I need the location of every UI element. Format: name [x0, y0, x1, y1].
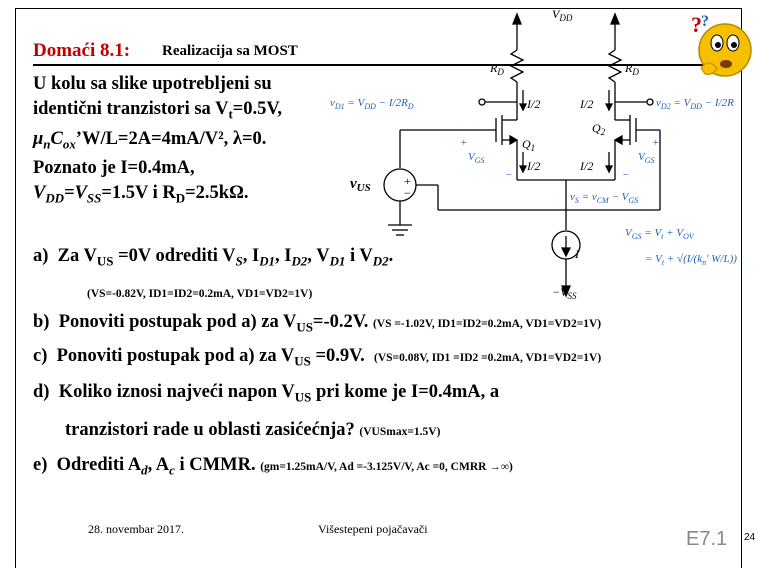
rd-right-label: RD: [624, 61, 639, 77]
i-half-label-1: I/2: [526, 97, 540, 111]
item-b-answer: (VS =-1.02V, ID1=ID2=0.2mA, VD1=VD2=1V): [372, 318, 602, 330]
vgs-right-label: VGS: [638, 151, 655, 165]
vgs-left-plus: +: [460, 137, 467, 149]
q2-label: Q2: [592, 121, 606, 137]
source-minus-sign: −: [404, 186, 411, 200]
intro-line-1: U kolu sa slike upotrebljeni su: [33, 74, 272, 94]
vgs-right-minus: −: [622, 169, 629, 181]
item-e: e) Odrediti Ad, Ac i CMMR. (gm=1.25mA/V,…: [33, 455, 513, 478]
intro-line-5: VDD=VSS=1.5V i RD=2.5kΩ.: [33, 183, 249, 207]
item-d-continued: tranzistori rade u oblasti zasićećnja? (…: [65, 420, 441, 440]
vss-label: −VSS: [552, 285, 577, 301]
vgs-equation-1: VGS = Vt + VOV: [625, 227, 695, 241]
svg-text:?: ?: [691, 12, 702, 37]
slide-title: Domaći 8.1:: [33, 40, 131, 61]
i-half-label-4: I/2: [579, 159, 593, 173]
vd1-label: vD1 = VDD − I/2RD: [330, 97, 414, 111]
item-d-answer: (VUSmax=1.5V): [359, 426, 441, 438]
title-underline: [33, 64, 740, 66]
item-d: d) Koliko iznosi najveći napon VUS pri k…: [33, 382, 500, 405]
slide-code: E7.1: [686, 528, 728, 550]
vgs-left-label: VGS: [468, 151, 485, 165]
vd2-label: vD2 = VDD − I/2R: [656, 97, 734, 111]
thinking-face-icon: ? ?: [691, 12, 752, 77]
slide-frame: [15, 8, 742, 568]
page-number: 24: [744, 532, 756, 543]
vgs-equation-2: = Vt + √(I/(kn′ W/L)): [645, 253, 737, 267]
rd-left-label: RD: [489, 61, 504, 77]
vus-label: vUS: [350, 176, 371, 194]
item-e-answer: (gm=1.25mA/V, Ad =-3.125V/V, Ac =0, CMRR…: [260, 461, 513, 473]
item-c-answer: (VS=0.08V, ID1 =ID2 =0.2mA, VD1=VD2=1V): [373, 352, 602, 364]
source-plus-sign: +: [404, 174, 411, 188]
intro-text: U kolu sa slike upotrebljeni su identičn…: [33, 72, 282, 211]
item-a: a) Za VUS =0V odrediti VS, ID1, ID2, VD1…: [33, 246, 394, 269]
diff-pair-circuit: + − VDD RD RD I/2 I/2 I/2 I/2 Q1 Q2 I −V…: [330, 7, 737, 301]
current-source-label: I: [574, 247, 580, 261]
i-half-label-3: I/2: [526, 159, 540, 173]
slide-subtitle: Realizacija sa MOST: [162, 43, 298, 59]
vgs-right-plus: +: [652, 137, 659, 149]
intro-line-3: μnCox’W/L=2A=4mA/V², λ=0.: [33, 128, 267, 152]
footer-course: Višestepeni pojačavači: [318, 522, 428, 536]
footer-date: 28. novembar 2017.: [88, 522, 184, 536]
intro-line-4: Poznato je I=0.4mA,: [33, 158, 195, 179]
vdd-label: VDD: [552, 7, 573, 23]
item-a-answer: (VS=-0.82V, ID1=ID2=0.2mA, VD1=VD2=1V): [87, 288, 313, 300]
intro-line-2: identični tranzistori sa Vt=0.5V,: [33, 99, 283, 122]
vgs-left-minus: −: [505, 169, 512, 181]
svg-text:?: ?: [701, 13, 709, 30]
vs-label: vS = vCM − VGS: [570, 191, 638, 205]
q1-label: Q1: [522, 137, 535, 153]
i-half-label-2: I/2: [579, 97, 593, 111]
item-c: c) Ponoviti postupak pod a) za VUS =0.9V…: [33, 346, 602, 369]
item-b: b) Ponoviti postupak pod a) za VUS=-0.2V…: [33, 312, 602, 335]
